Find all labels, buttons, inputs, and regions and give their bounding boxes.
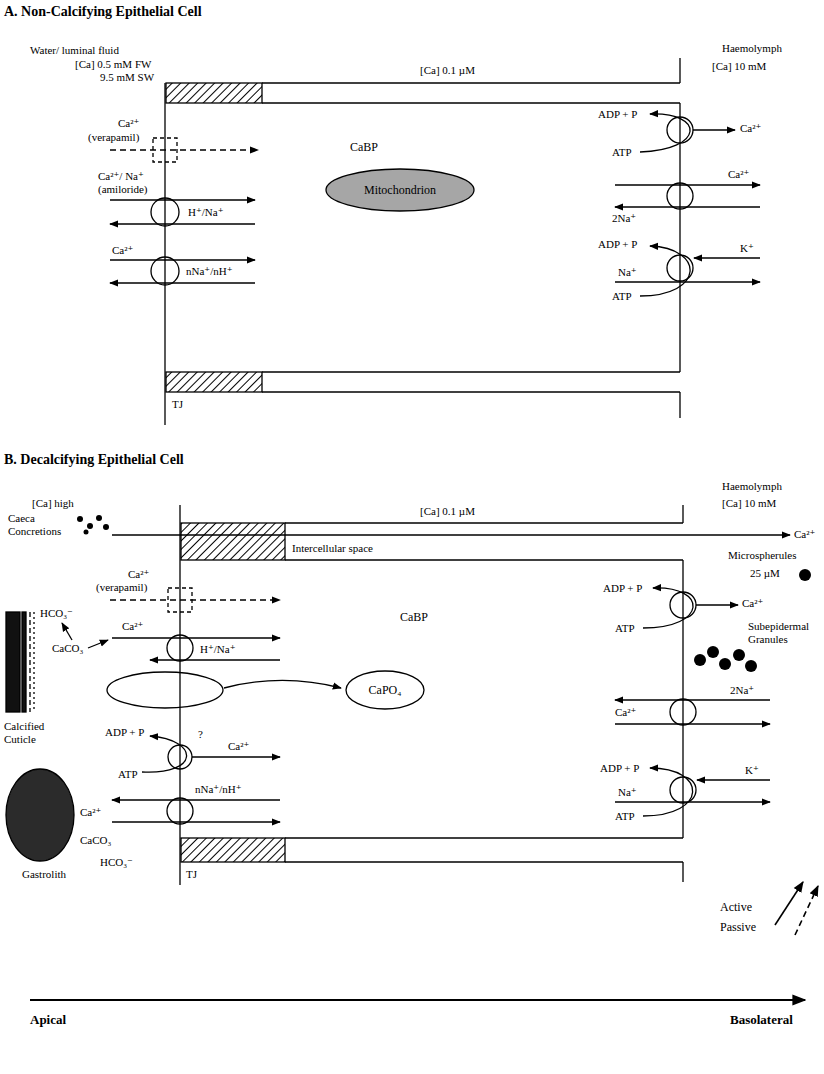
text-label: Ca²⁺	[118, 117, 139, 130]
legend-label: Active	[720, 900, 752, 914]
organelle-text-box: CaPO₄	[369, 683, 402, 697]
text-label: K⁺	[740, 242, 754, 255]
panel-heading: Apical	[30, 1012, 66, 1028]
text-label: (amiloride)	[98, 183, 147, 196]
text-label: [Ca] 0.5 mM FW	[75, 58, 151, 71]
text-label: Na⁺	[618, 266, 637, 279]
text-label: [Ca] 0.1 µM	[420, 64, 475, 77]
text-label: Ca²⁺/ Na⁺	[98, 170, 144, 183]
text-label: ADP + P	[105, 726, 144, 739]
text-label: Ca²⁺	[742, 597, 763, 610]
text-label: Na⁺	[618, 786, 637, 799]
text-label: CaCO₃	[52, 642, 83, 655]
text-label: 25 µM	[750, 567, 780, 580]
panel-heading: Basolateral	[730, 1012, 793, 1028]
epithelial-cell: CaBP Mitochondrion	[165, 103, 680, 372]
text-label: ADP + P	[600, 762, 639, 775]
text-label: TJ	[172, 398, 183, 411]
text-label: Water/ luminal fluid	[30, 44, 119, 57]
text-label: [Ca] 0.1 µM	[420, 505, 475, 518]
text-label: Ca²⁺	[228, 740, 249, 753]
text-label: nNa⁺/nH⁺	[195, 783, 241, 796]
epithelial-cell: CaBP CaPO₄	[180, 560, 683, 838]
text-label: (verapamil)	[88, 131, 139, 144]
text-label: ADP + P	[598, 238, 637, 251]
text-label: CaCO₃	[80, 834, 111, 847]
legend-label: Passive	[720, 920, 756, 934]
text-label: [Ca] high	[32, 497, 74, 510]
text-label: [Ca] 10 mM	[712, 60, 766, 73]
text-label: ?	[198, 728, 203, 741]
text-label: Ca²⁺	[794, 528, 815, 541]
text-label: Gastrolith	[22, 868, 66, 881]
text-label: Calcified Cuticle	[4, 720, 64, 746]
text-label: nNa⁺/nH⁺	[186, 265, 232, 278]
text-label: 9.5 mM SW	[100, 71, 154, 84]
text-label: H⁺/Na⁺	[200, 643, 235, 656]
text-label: ATP	[615, 622, 635, 635]
text-label: H⁺/Na⁺	[188, 206, 223, 219]
text-label: ATP	[612, 146, 632, 159]
text-label: [Ca] 10 mM	[722, 497, 776, 510]
panel-heading: A. Non-Calcifying Epithelial Cell	[4, 4, 202, 21]
text-label: Ca²⁺	[128, 568, 149, 581]
text-label: 2Na⁺	[730, 684, 754, 697]
text-label: Ca²⁺	[122, 620, 143, 633]
panel-heading: B. Decalcifying Epithelial Cell	[4, 452, 184, 469]
protein-label: CaBP	[350, 140, 378, 154]
text-label: (verapamil)	[96, 581, 147, 594]
text-label: Caeca Concretions	[8, 512, 70, 538]
organelle-label: CaPO₄	[369, 683, 402, 697]
text-label: Ca²⁺	[728, 168, 749, 181]
text-label: Ca²⁺	[80, 806, 101, 819]
mitochondrion: Mitochondrion	[325, 168, 475, 212]
text-label: Microspherules	[728, 549, 796, 562]
text-label: ADP + P	[603, 582, 642, 595]
text-label: Haemolymph	[722, 480, 782, 493]
text-label: Haemolymph	[722, 42, 782, 55]
calcium-phosphate-granule: CaPO₄	[345, 670, 425, 710]
text-label: HCO₃⁻	[100, 856, 133, 869]
text-label: TJ	[186, 868, 197, 881]
organelle-label: Mitochondrion	[364, 183, 436, 197]
text-label: ATP	[612, 290, 632, 303]
text-label: Subepidermal Granules	[748, 620, 820, 646]
text-label: ATP	[118, 768, 138, 781]
text-label: Ca²⁺	[740, 122, 761, 135]
text-label: ATP	[615, 810, 635, 823]
text-label: Ca²⁺	[615, 706, 636, 719]
organelle-text-box: Mitochondrion	[364, 183, 436, 197]
text-label: Intercellular space	[292, 542, 373, 555]
text-label: Ca²⁺	[112, 244, 133, 257]
text-label: HCO₃⁻	[40, 607, 73, 620]
text-label: ADP + P	[598, 108, 637, 121]
protein-label: CaBP	[400, 610, 428, 624]
text-label: 2Na⁺	[612, 212, 636, 225]
text-label: K⁺	[745, 764, 759, 777]
